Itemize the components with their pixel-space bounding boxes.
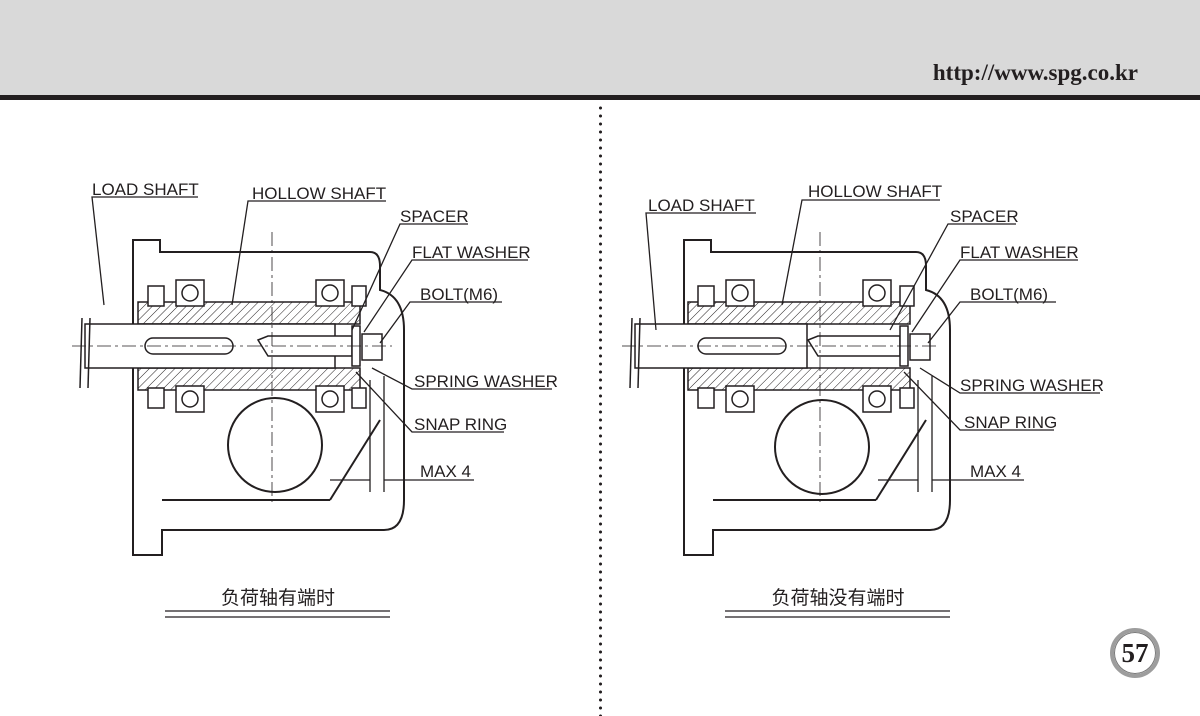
break-lines [79,317,91,389]
label-bolt: BOLT(M6) [420,285,498,304]
centerlines [72,232,392,502]
label-spacer: SPACER [950,207,1019,226]
caption-underline [165,610,390,618]
header-rule [0,95,1200,100]
label-hollow-shaft: HOLLOW SHAFT [252,184,386,203]
label-snap-ring: SNAP RING [964,413,1057,432]
label-spring-washer: SPRING WASHER [960,376,1104,395]
site-url[interactable]: http://www.spg.co.kr [932,60,1138,85]
break-lines [629,317,641,389]
diagram-left: LOAD SHAFT HOLLOW SHAFT SPACER FLAT WASH… [72,180,558,618]
gear-outline-circle [227,397,323,493]
centerlines [622,232,940,502]
label-snap-ring: SNAP RING [414,415,507,434]
caption-underline [725,610,950,618]
leader-lines [91,196,552,492]
label-load-shaft: LOAD SHAFT [648,196,755,215]
bearings [697,279,915,413]
page-number: 57 [1121,637,1149,668]
header-band [0,0,1200,97]
leader-lines [645,199,1100,492]
caption-left: 负荷轴有端时 [221,587,335,609]
hollow-shaft-section [687,301,911,391]
diagram-right: LOAD SHAFT HOLLOW SHAFT SPACER FLAT WASH… [622,182,1104,618]
hollow-shaft-section [137,301,361,391]
label-hollow-shaft: HOLLOW SHAFT [808,182,942,201]
label-spacer: SPACER [400,207,469,226]
caption-right: 负荷轴没有端时 [771,587,904,609]
label-max: MAX 4 [420,462,471,481]
label-flat-washer: FLAT WASHER [960,243,1079,262]
label-max: MAX 4 [970,462,1021,481]
label-spring-washer: SPRING WASHER [414,372,558,391]
bearings [147,279,367,413]
page-number-badge: 57 [1110,628,1160,678]
label-bolt: BOLT(M6) [970,285,1048,304]
dotted-divider [599,104,602,716]
gear-outline-circle [774,399,870,495]
label-flat-washer: FLAT WASHER [412,243,531,262]
label-load-shaft: LOAD SHAFT [92,180,199,199]
